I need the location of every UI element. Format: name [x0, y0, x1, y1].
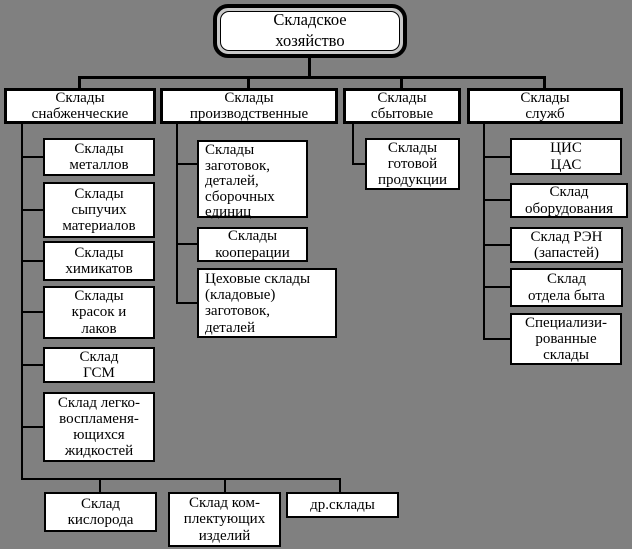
- connector-bottom-bus: [21, 478, 341, 480]
- connector-stub-equipment: [483, 199, 510, 201]
- connector-drop-production: [247, 76, 250, 88]
- connector-drop-services: [543, 76, 546, 88]
- connector-stub-specialized: [483, 338, 510, 340]
- node-cooperation-warehouse: Склады кооперации: [197, 227, 308, 262]
- connector-stub-blanks: [176, 163, 197, 165]
- connector-stub-household: [483, 286, 510, 288]
- node-shop-storerooms-warehouse: Цеховые склады (кладовые) заготовок, дет…: [197, 268, 337, 338]
- node-production-warehouses: Склады производственные: [160, 88, 338, 124]
- node-equipment-warehouse: Склад оборудования: [510, 183, 628, 218]
- node-sales-warehouses: Склады сбытовые: [343, 88, 461, 124]
- connector-stub-paints: [21, 311, 43, 313]
- connector-drop-components: [224, 478, 226, 492]
- connector-stub-metals: [21, 156, 43, 158]
- connector-root-trunk: [308, 58, 311, 76]
- connector-drop-other: [339, 478, 341, 492]
- node-warehouse-management: Складское хозяйство: [213, 4, 407, 58]
- node-components-warehouse: Склад ком- плектующих изделий: [168, 492, 281, 547]
- connector-stub-cis-cas: [483, 156, 510, 158]
- connector-drop-supply: [78, 76, 81, 88]
- connector-level2-bus: [78, 76, 546, 79]
- node-fuel-warehouse: Склад ГСМ: [43, 347, 155, 383]
- connector-drop-sales: [400, 76, 403, 88]
- connector-stub-ren-spares: [483, 244, 510, 246]
- node-oxygen-warehouse: Склад кислорода: [44, 492, 157, 532]
- connector-stub-shop-storerooms: [176, 302, 197, 304]
- node-warehouse-management-label: Складское хозяйство: [220, 10, 400, 51]
- node-finished-goods-warehouse: Склады готовой продукции: [365, 138, 460, 190]
- node-bulk-materials-warehouse: Склады сыпучих материалов: [43, 182, 155, 238]
- node-blanks-parts-warehouse: Склады заготовок, деталей, сборочных еди…: [197, 140, 308, 220]
- node-chemicals-warehouse: Склады химикатов: [43, 241, 155, 281]
- connector-production-trunk: [176, 123, 178, 304]
- node-service-warehouses: Склады служб: [467, 88, 623, 124]
- connector-drop-oxygen: [99, 478, 101, 492]
- connector-services-trunk: [483, 123, 485, 340]
- connector-stub-flammable: [21, 426, 43, 428]
- node-flammable-liquids-warehouse: Склад легко- воспламеня- ющихся жидкосте…: [43, 392, 155, 462]
- connector-stub-fuel: [21, 364, 43, 366]
- node-ren-spares-warehouse: Склад РЭН (запастей): [510, 227, 623, 263]
- connector-supply-trunk: [21, 123, 23, 480]
- node-cis-cas-warehouse: ЦИС ЦАС: [510, 138, 622, 175]
- node-supply-warehouses: Склады снабженческие: [4, 88, 156, 124]
- connector-stub-finished-goods: [352, 163, 365, 165]
- connector-stub-cooperation: [176, 243, 197, 245]
- connector-stub-bulk-materials: [21, 209, 43, 211]
- node-household-dept-warehouse: Склад отдела быта: [510, 268, 623, 307]
- connector-sales-trunk: [352, 123, 354, 165]
- node-metals-warehouse: Склады металлов: [43, 138, 155, 176]
- node-paints-varnishes-warehouse: Склады красок и лаков: [43, 286, 155, 339]
- node-specialized-warehouses: Специализи- рованные склады: [510, 313, 622, 365]
- connector-stub-chemicals: [21, 260, 43, 262]
- node-other-warehouses: др.склады: [286, 492, 399, 518]
